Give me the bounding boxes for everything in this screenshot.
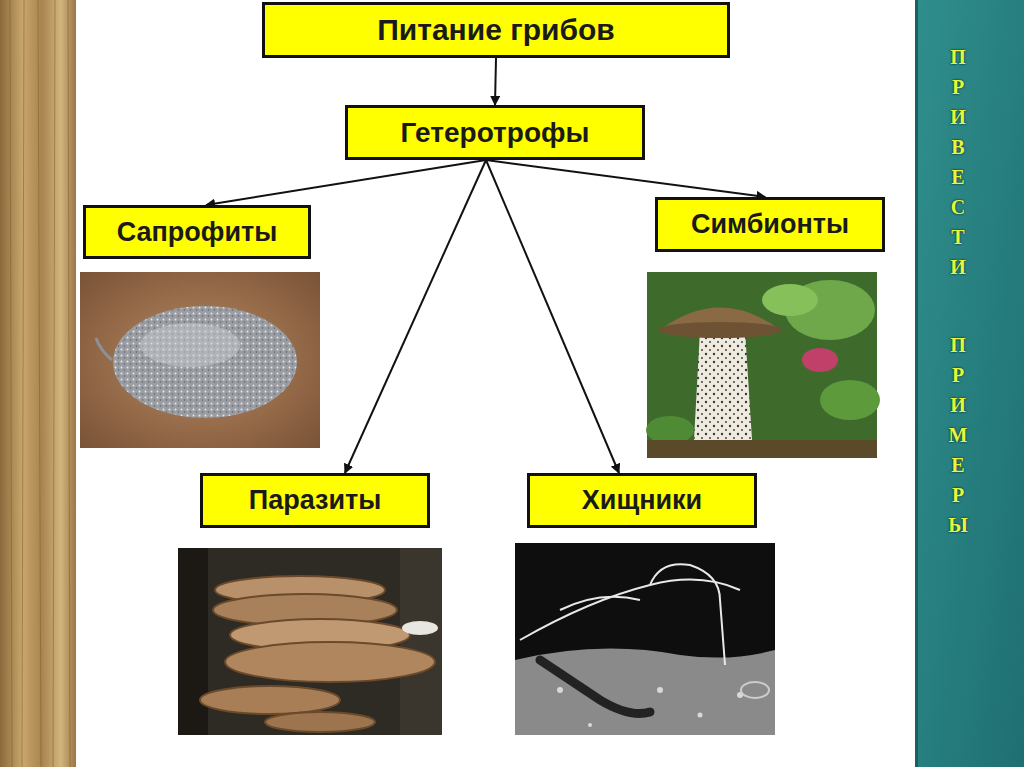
box-label: Паразиты	[249, 485, 382, 516]
arrow-connector	[486, 160, 765, 197]
box-label: Питание грибов	[377, 13, 615, 47]
vertical-note: ПРИМЕРЫ	[948, 330, 968, 540]
vertical-note: ПРИВЕСТИ	[948, 42, 968, 282]
arrow-connector	[495, 58, 496, 105]
category-box: Гетеротрофы	[345, 105, 645, 160]
box-label: Симбионты	[691, 209, 849, 240]
arrow-connector	[345, 160, 486, 473]
box-label: Гетеротрофы	[401, 117, 590, 149]
category-box: Питание грибов	[262, 2, 730, 58]
category-box: Симбионты	[655, 197, 885, 252]
box-label: Сапрофиты	[117, 217, 278, 248]
category-box: Сапрофиты	[83, 205, 311, 259]
category-box: Хищники	[527, 473, 757, 528]
arrow-connector	[206, 160, 486, 205]
arrow-connector	[486, 160, 619, 473]
category-box: Паразиты	[200, 473, 430, 528]
box-label: Хищники	[582, 485, 702, 516]
